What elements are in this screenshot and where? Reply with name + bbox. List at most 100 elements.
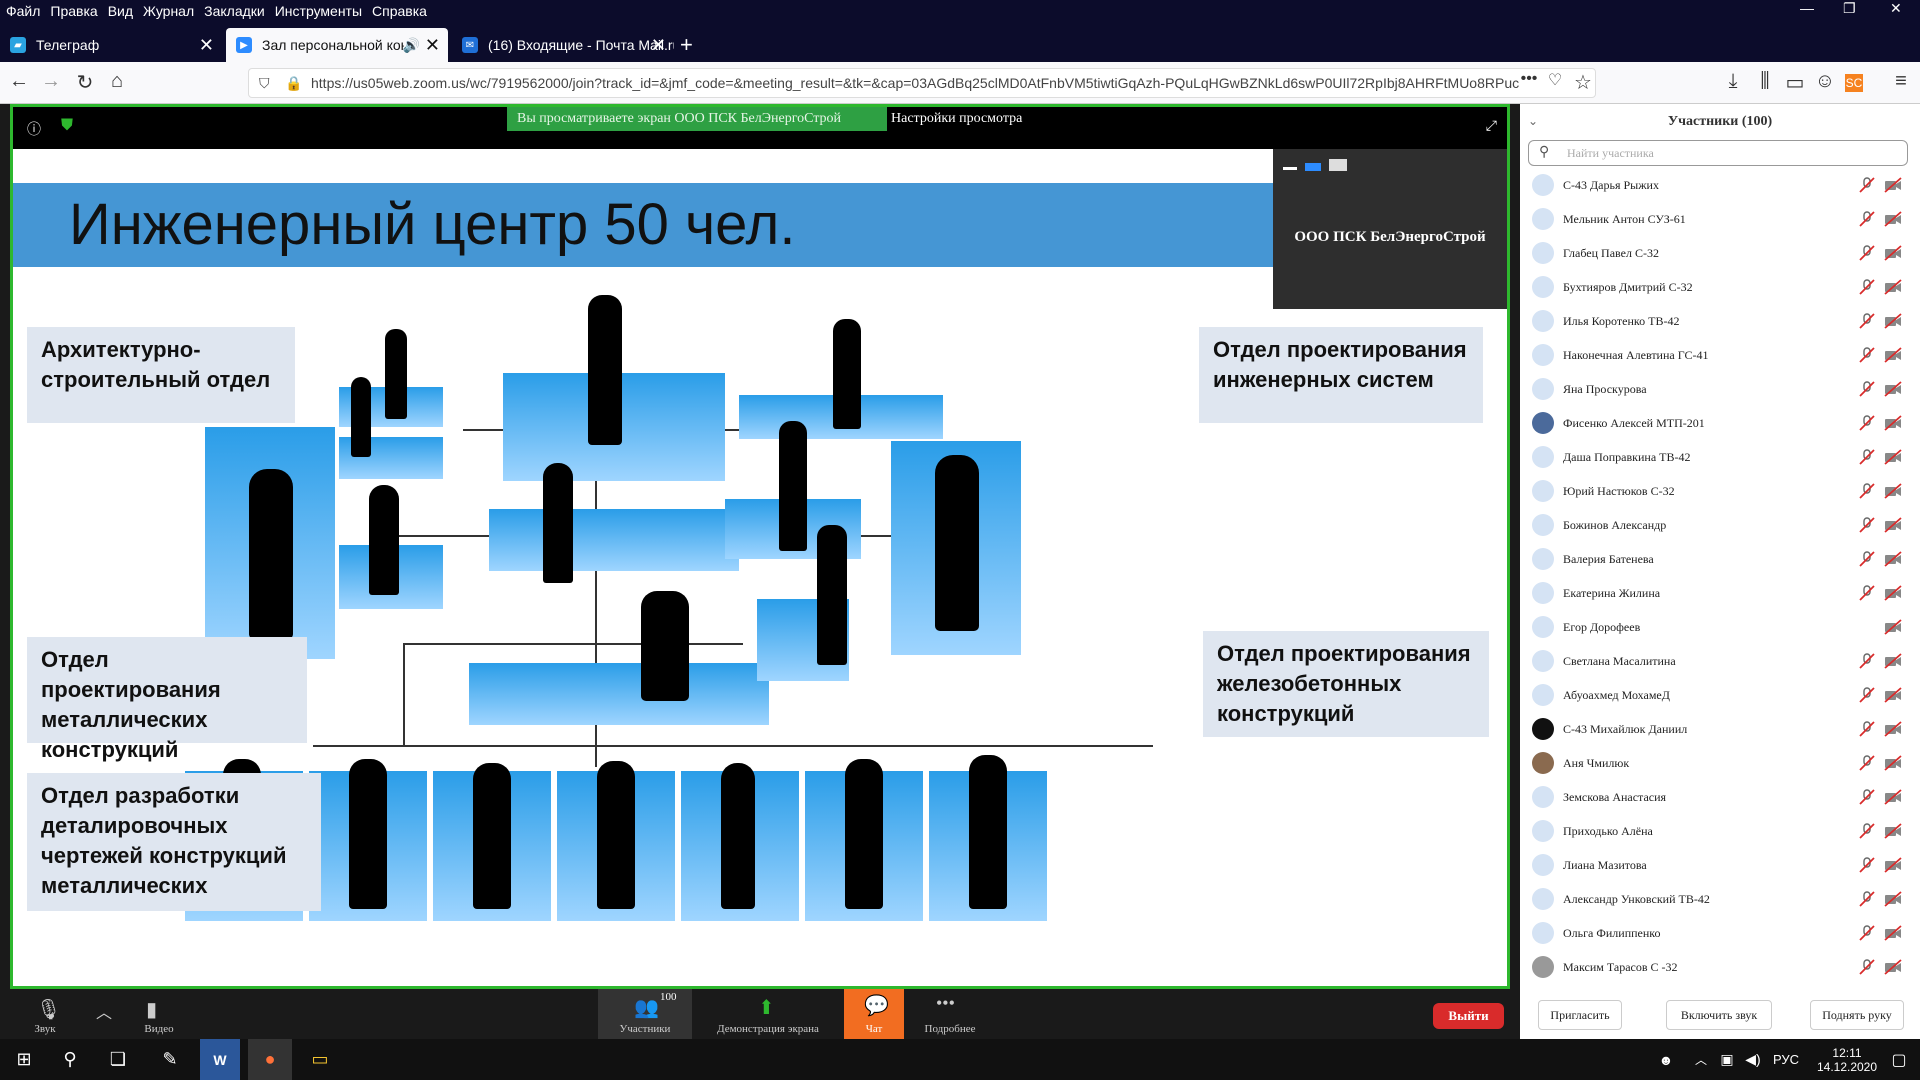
participant-row[interactable]: Александр Унковский ТВ-42 — [1520, 882, 1920, 916]
muted-mic-icon — [1858, 585, 1876, 601]
account-icon[interactable]: ☺ — [1814, 70, 1836, 92]
task-view-icon[interactable]: ❏ — [109, 1049, 127, 1069]
close-tab-icon[interactable]: ✕ — [424, 34, 440, 55]
participant-row[interactable]: Фисенко Алексей МТП-201 — [1520, 406, 1920, 440]
avatar — [1532, 616, 1554, 638]
tab-zoom[interactable]: ▶ Зал персональной конфер 🔊 ✕ — [226, 28, 448, 62]
security-shield-icon[interactable]: ⛊ — [61, 117, 74, 134]
firefox-icon[interactable]: ● — [248, 1039, 292, 1080]
new-tab-button[interactable]: + — [680, 32, 693, 57]
network-icon[interactable]: ▣ — [1720, 1051, 1734, 1067]
language-indicator[interactable]: РУС — [1772, 1052, 1800, 1067]
more-button[interactable]: ••• Подробнее — [914, 989, 986, 1039]
participant-row[interactable]: Абуоахмед МохамеД — [1520, 678, 1920, 712]
close-tab-icon[interactable]: ✕ — [198, 34, 214, 55]
view-options-link[interactable]: Настройки просмотра — [887, 107, 1027, 131]
menu-history[interactable]: Журнал — [143, 3, 195, 19]
menu-edit[interactable]: Правка — [50, 3, 98, 19]
menu-bookmarks[interactable]: Закладки — [204, 3, 265, 19]
participant-row[interactable]: Илья Коротенко ТВ-42 — [1520, 304, 1920, 338]
clock-time: 12:11 — [1832, 1045, 1862, 1060]
video-button[interactable]: ▮ Видео — [132, 989, 186, 1039]
info-icon[interactable]: ⓘ — [27, 121, 41, 137]
participant-search-input[interactable]: ⚲ Найти участника — [1528, 140, 1908, 166]
participant-row[interactable]: Екатерина Жилина — [1520, 576, 1920, 610]
participant-row[interactable]: Мельник Антон СУЗ-61 — [1520, 202, 1920, 236]
participants-button[interactable]: 👥 100 Участники — [598, 989, 692, 1039]
expand-video-icon[interactable] — [1329, 159, 1347, 171]
clock[interactable]: 12:11 14.12.2020 — [1814, 1039, 1880, 1080]
people-icon[interactable]: ☻ — [1658, 1051, 1674, 1068]
menu-file[interactable]: Файл — [6, 3, 41, 19]
maximize-icon[interactable]: ❐ — [1843, 0, 1856, 16]
menu-tools[interactable]: Инструменты — [274, 3, 363, 19]
file-explorer-icon[interactable]: ▭ — [311, 1049, 329, 1069]
participant-row[interactable]: Светлана Масалитина — [1520, 644, 1920, 678]
back-icon[interactable]: ← — [9, 70, 29, 92]
hamburger-menu-icon[interactable]: ≡ — [1895, 70, 1907, 92]
library-icon[interactable]: ⫼ — [1760, 70, 1770, 92]
menu-view[interactable]: Вид — [107, 3, 134, 19]
raise-hand-button[interactable]: Поднять руку — [1810, 1000, 1904, 1030]
participant-row[interactable]: Наконечная Алевтина ГС-41 — [1520, 338, 1920, 372]
tab-telegraph[interactable]: ▰ Телеграф ✕ — [0, 28, 222, 62]
close-tab-icon[interactable]: ✕ — [650, 34, 666, 55]
participant-row[interactable]: Глабец Павел С-32 — [1520, 236, 1920, 270]
audio-options-button[interactable]: ︿ — [90, 989, 114, 1039]
extension-icon[interactable]: SC — [1845, 74, 1863, 92]
notifications-icon[interactable]: ▢ — [1891, 1051, 1907, 1069]
participant-row[interactable]: Бухтияров Дмитрий С-32 — [1520, 270, 1920, 304]
person-silhouette — [543, 463, 573, 583]
address-bar[interactable]: ⛉ 🔒 https://us05web.zoom.us/wc/791956200… — [248, 68, 1596, 98]
search-icon[interactable]: ⚲ — [63, 1049, 77, 1069]
collapse-panel-icon[interactable]: ⌄ — [1528, 114, 1539, 128]
audio-button[interactable]: 🎙 Звук — [20, 989, 70, 1039]
pocket-icon[interactable]: ♡ — [1547, 72, 1563, 89]
windows-start-icon[interactable]: ⊞ — [16, 1049, 32, 1069]
invite-button[interactable]: Пригласить — [1538, 1000, 1622, 1030]
participant-row[interactable]: Божинов Александр — [1520, 508, 1920, 542]
close-window-icon[interactable]: ✕ — [1890, 0, 1902, 16]
participant-row[interactable]: Егор Дорофеев — [1520, 610, 1920, 644]
participant-row[interactable]: Лиана Мазитова — [1520, 848, 1920, 882]
reload-icon[interactable]: ↻ — [76, 72, 94, 94]
home-icon[interactable]: ⌂ — [110, 70, 124, 92]
chat-button[interactable]: 💬 Чат — [844, 989, 904, 1039]
menu-help[interactable]: Справка — [372, 3, 427, 19]
word-icon[interactable]: W — [200, 1039, 240, 1080]
volume-icon[interactable]: ◀) — [1745, 1051, 1761, 1067]
participant-row[interactable]: Юрий Настюков С-32 — [1520, 474, 1920, 508]
switch-view-icon[interactable] — [1305, 163, 1321, 171]
sidebar-icon[interactable]: ▭ — [1785, 72, 1805, 94]
participant-row[interactable]: Земскова Анастасия — [1520, 780, 1920, 814]
participant-row[interactable]: Яна Проскурова — [1520, 372, 1920, 406]
download-icon[interactable]: ⤓ — [1728, 70, 1738, 92]
unmute-button[interactable]: Включить звук — [1666, 1000, 1772, 1030]
participant-row[interactable]: Валерия Батенева — [1520, 542, 1920, 576]
participant-row[interactable]: С-43 Михайлюк Даниил — [1520, 712, 1920, 746]
microphone-icon: 🎙 — [36, 999, 62, 1021]
participant-row[interactable]: Максим Тарасов С -32 — [1520, 950, 1920, 984]
share-screen-button[interactable]: ⬆ Демонстрация экрана — [706, 989, 830, 1039]
bookmark-star-icon[interactable]: ☆ — [1574, 72, 1592, 94]
minimize-video-icon[interactable] — [1283, 167, 1297, 170]
app-icon[interactable]: ✎ — [162, 1049, 178, 1069]
forward-icon[interactable]: → — [41, 70, 61, 92]
muted-mic-icon — [1858, 721, 1876, 737]
participant-row[interactable]: Даша Поправкина ТВ-42 — [1520, 440, 1920, 474]
participant-name: С-43 Дарья Рыжих — [1563, 177, 1659, 192]
leave-meeting-button[interactable]: Выйти — [1433, 1003, 1504, 1029]
participant-row[interactable]: Ольга Филиппенко — [1520, 916, 1920, 950]
chevron-up-icon[interactable]: ︿ — [1694, 1053, 1707, 1067]
chevron-up-icon: ︿ — [96, 1005, 113, 1022]
org-connector — [595, 437, 597, 767]
participant-row[interactable]: Аня Чмилюк — [1520, 746, 1920, 780]
participant-name: Валерия Батенева — [1563, 551, 1654, 566]
more-dots-icon[interactable]: ••• — [1520, 70, 1538, 87]
fullscreen-icon[interactable]: ⤢ — [1485, 117, 1497, 133]
participant-row[interactable]: Приходько Алёна — [1520, 814, 1920, 848]
speaker-icon[interactable]: 🔊 — [402, 36, 420, 53]
tab-mail[interactable]: ✉ (16) Входящие - Почта Mail.ru ✕ — [452, 28, 674, 62]
minimize-icon[interactable]: — — [1800, 0, 1814, 16]
participant-row[interactable]: С-43 Дарья Рыжих — [1520, 168, 1920, 202]
